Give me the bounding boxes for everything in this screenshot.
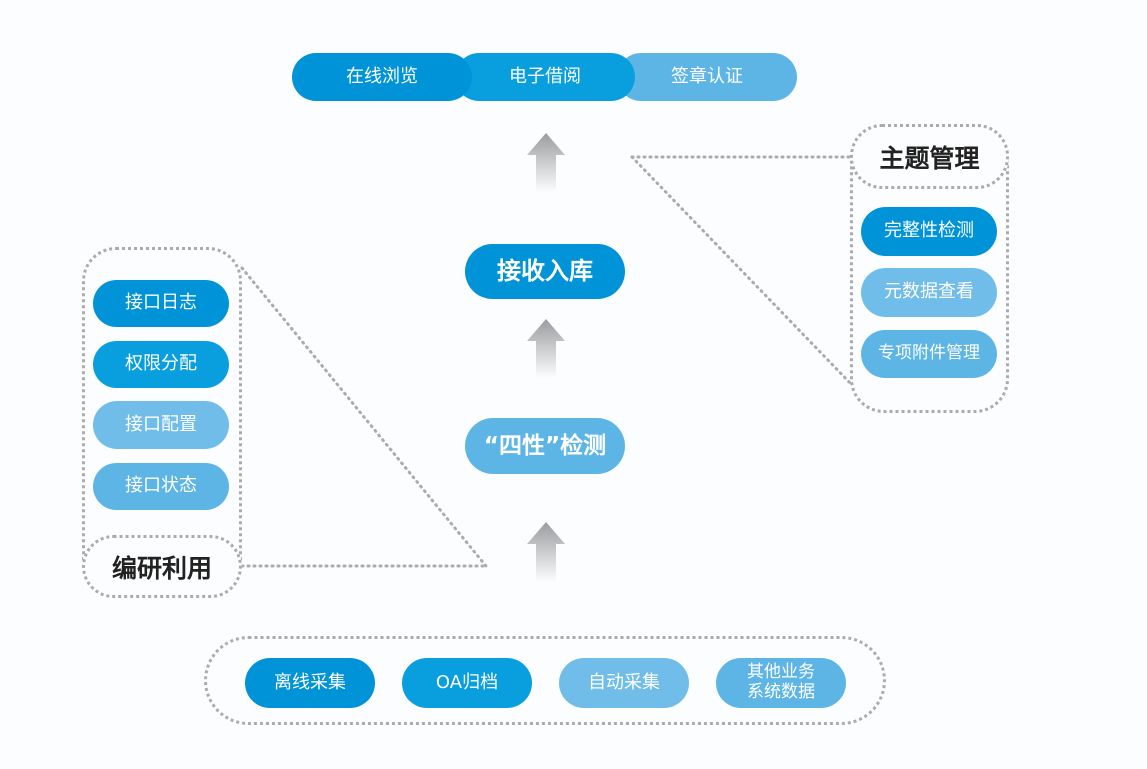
right-connector-diagonal	[630, 155, 854, 387]
group-title-text: 主题管理	[879, 143, 980, 173]
right-item-attachment-manage[interactable]: 专项附件管理	[861, 330, 997, 378]
item-label: 元数据查看	[884, 281, 974, 303]
left-item-permission[interactable]: 权限分配	[93, 341, 229, 388]
source-label: 其他业务 系统数据	[747, 662, 815, 702]
source-label: 离线采集	[274, 671, 346, 693]
source-oa[interactable]: OA归档	[402, 658, 532, 708]
arrow-up-icon	[527, 319, 565, 378]
item-label: 权限分配	[125, 353, 197, 375]
source-auto[interactable]: 自动采集	[559, 658, 689, 708]
service-signature[interactable]: 签章认证	[617, 53, 797, 101]
ingest-label: 接收入库	[497, 256, 593, 285]
source-label: 自动采集	[588, 671, 660, 693]
left-connector-diagonal	[240, 266, 488, 568]
service-label: 电子借阅	[509, 65, 581, 87]
right-group-title: 主题管理	[850, 124, 1009, 189]
source-label: OA归档	[435, 671, 499, 693]
source-offline[interactable]: 离线采集	[245, 658, 375, 708]
item-label: 专项附件管理	[878, 343, 980, 364]
sources-container	[204, 636, 886, 725]
left-group-title: 编研利用	[82, 535, 242, 598]
source-other-systems[interactable]: 其他业务 系统数据	[716, 658, 846, 708]
service-e-borrow[interactable]: 电子借阅	[455, 53, 635, 101]
service-label: 在线浏览	[346, 65, 418, 87]
left-item-interface-config[interactable]: 接口配置	[93, 401, 229, 449]
item-label: 接口日志	[125, 292, 197, 314]
arrow-up-icon	[527, 522, 565, 582]
service-label: 签章认证	[671, 65, 743, 87]
left-item-interface-status[interactable]: 接口状态	[93, 463, 229, 510]
ingest-node[interactable]: 接收入库	[465, 244, 625, 299]
right-item-integrity-check[interactable]: 完整性检测	[861, 207, 997, 256]
four-properties-check-node[interactable]: “四性”检测	[465, 418, 625, 474]
check-label: “四性”检测	[483, 432, 607, 459]
group-title-text: 编研利用	[111, 553, 212, 583]
arrow-up-icon	[527, 133, 565, 192]
item-label: 接口状态	[125, 475, 197, 497]
left-item-interface-log[interactable]: 接口日志	[93, 280, 229, 327]
service-online-browse[interactable]: 在线浏览	[292, 53, 472, 101]
item-label: 接口配置	[125, 413, 197, 435]
right-item-metadata-view[interactable]: 元数据查看	[861, 268, 997, 317]
item-label: 完整性检测	[884, 220, 974, 242]
